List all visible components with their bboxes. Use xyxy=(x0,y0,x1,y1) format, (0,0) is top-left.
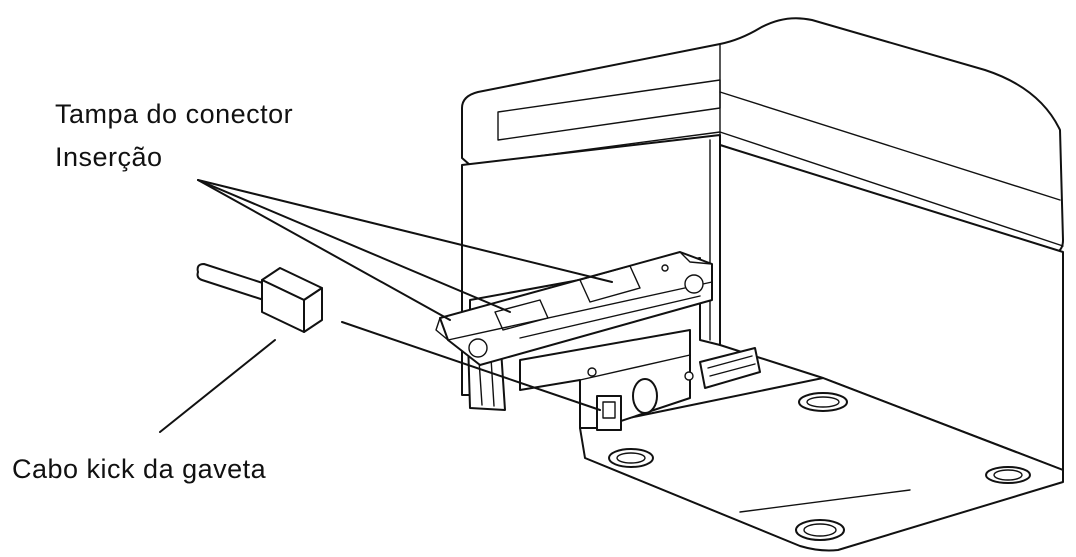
printer-body xyxy=(461,17,1064,552)
insertion-label: Inserção xyxy=(55,142,163,172)
bottom-plate-edge xyxy=(584,457,801,547)
connector-cover-front-edge xyxy=(447,281,713,341)
connector-cover xyxy=(435,251,713,366)
interface-connector-pins-2 xyxy=(709,363,756,377)
connector-cover-label: Tampa do conector xyxy=(55,99,294,129)
rubber-foot-4-inner xyxy=(803,523,837,537)
rubber-foot-2-inner xyxy=(616,452,646,464)
callout-lines xyxy=(159,179,613,433)
connector-cover-tab-left xyxy=(435,317,449,341)
connector-cover-hinge-left xyxy=(468,338,488,358)
drawer-kick-cable-label: Cabo kick da gaveta xyxy=(12,454,267,484)
interface-connector-pins-1 xyxy=(707,355,753,369)
connector-bay-shelf xyxy=(579,354,691,381)
bottom-plate-line xyxy=(739,489,911,513)
cable-plug-side xyxy=(303,287,323,333)
insertion-arrow-line xyxy=(341,321,601,411)
rubber-foot-3-inner xyxy=(993,469,1023,481)
connector-cover-hole xyxy=(661,264,669,272)
cable-wire xyxy=(196,263,273,303)
screw-2 xyxy=(684,371,694,381)
rubber-foot-1-inner xyxy=(806,396,840,408)
connector-cover-hinge-right xyxy=(684,274,704,294)
cover-edge xyxy=(719,91,1061,201)
power-socket xyxy=(632,378,658,414)
leader-line-cover-left xyxy=(197,179,451,321)
screw xyxy=(587,367,597,377)
connector-cover-slot xyxy=(519,295,701,339)
leader-line-cover-mid xyxy=(197,179,511,313)
leader-line-cable xyxy=(159,339,276,433)
drawer-kick-cable xyxy=(196,263,323,333)
connector-cover-tab-right xyxy=(679,251,713,265)
connector-cover-rib-1 xyxy=(494,299,549,331)
leader-line-cover-right xyxy=(197,179,613,283)
drawer-kick-port-inner xyxy=(602,401,616,419)
connector-cover-rib-2 xyxy=(579,265,641,303)
